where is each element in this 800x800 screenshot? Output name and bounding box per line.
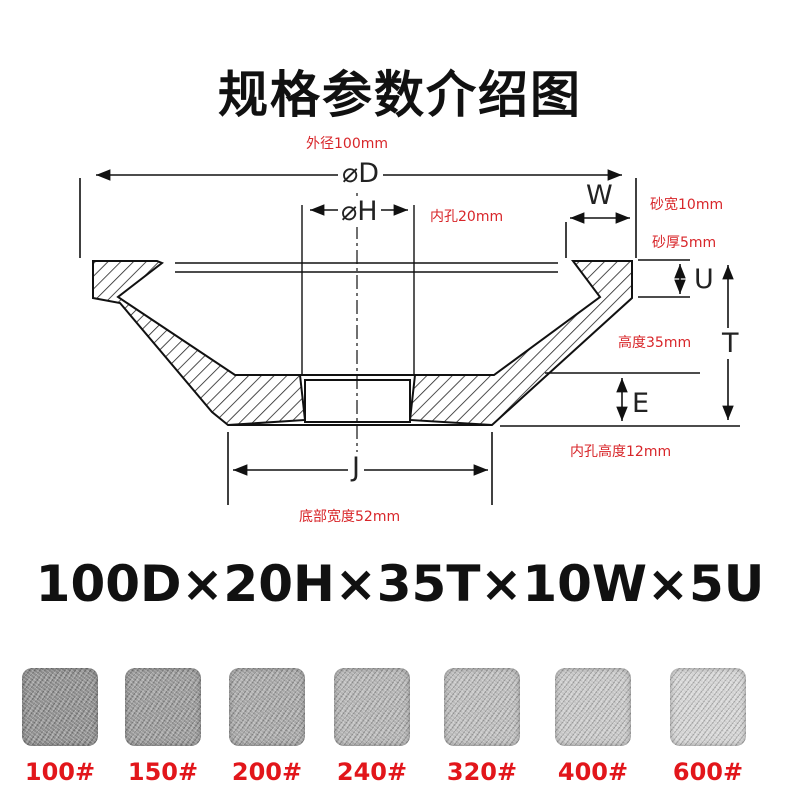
symbol-u: U: [694, 264, 714, 295]
label-inner-hole-height: 内孔高度12mm: [570, 444, 672, 460]
grit-label-320: 320#: [446, 758, 518, 786]
right-wall: [408, 260, 633, 427]
label-abrasive-width: 砂宽10mm: [650, 197, 724, 213]
grit-swatch-200: [229, 668, 305, 746]
grit-swatch-100: [22, 668, 98, 746]
symbol-e: E: [632, 388, 650, 419]
label-inner-hole: 内孔20mm: [430, 209, 504, 225]
left-wall: [92, 260, 307, 427]
grit-label-400: 400#: [557, 758, 629, 786]
grit-label-200: 200#: [231, 758, 303, 786]
label-outer-diameter: 外径100mm: [306, 136, 388, 152]
symbol-h: ⌀H: [338, 196, 381, 227]
grit-swatch-320: [444, 668, 520, 746]
dimension-lines: [79, 169, 740, 505]
label-abrasive-thickness: 砂厚5mm: [652, 235, 717, 251]
grit-swatch-150: [125, 668, 201, 746]
grit-swatch-400: [555, 668, 631, 746]
symbol-w: W: [586, 180, 613, 211]
spec-line: 100D×20H×35T×10W×5U: [35, 555, 765, 613]
grit-swatch-600: [670, 668, 746, 746]
label-height: 高度35mm: [618, 335, 692, 351]
grit-swatch-240: [334, 668, 410, 746]
wheel-cross-section: [92, 175, 633, 455]
symbol-d: ⌀D: [338, 158, 384, 189]
page-title: 规格参数介绍图: [218, 66, 582, 124]
symbol-t: T: [722, 328, 739, 359]
grit-label-100: 100#: [24, 758, 96, 786]
grit-label-240: 240#: [336, 758, 408, 786]
grit-label-150: 150#: [127, 758, 199, 786]
grit-label-600: 600#: [672, 758, 744, 786]
label-bottom-width: 底部宽度52mm: [299, 509, 401, 525]
symbol-j: J: [348, 452, 364, 483]
